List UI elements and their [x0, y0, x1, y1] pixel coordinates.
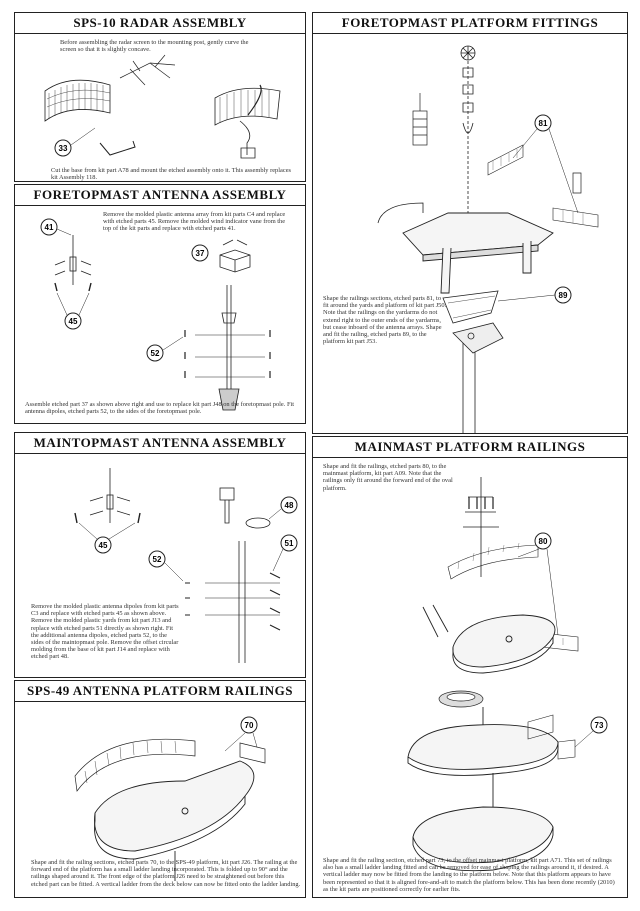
sps49-diagram: 70: [74, 716, 266, 881]
panel-foretopmast-antenna-assembly: FORETOPMAST ANTENNA ASSEMBLY Remove the …: [14, 184, 306, 424]
instruction-text: Assemble etched part 37 as shown above r…: [25, 401, 295, 416]
svg-text:80: 80: [539, 537, 548, 546]
callout-80: 80: [517, 532, 559, 636]
instruction-text: Remove the molded plastic antenna array …: [103, 211, 286, 233]
instruction-text: Shape and fit the railings, etched parts…: [323, 463, 453, 492]
svg-text:41: 41: [45, 223, 54, 232]
panel-title: MAINMAST PLATFORM RAILINGS: [313, 437, 627, 458]
svg-text:37: 37: [196, 249, 205, 258]
instruction-text: Remove the molded plastic antenna dipole…: [31, 603, 179, 661]
panel-body: 81 89 Shape the railings sections, etche…: [313, 33, 627, 433]
callout-45: 45: [56, 292, 90, 330]
svg-text:81: 81: [539, 119, 548, 128]
svg-text:89: 89: [559, 291, 568, 300]
gear-part-drawing: [438, 690, 484, 708]
mast-drawing: [195, 285, 265, 411]
panel-title: FORETOPMAST PLATFORM FITTINGS: [313, 13, 627, 34]
svg-text:33: 33: [59, 144, 68, 153]
mainmast-drawing: [205, 487, 280, 663]
panel-sps10-radar-assembly: SPS-10 RADAR ASSEMBLY Before assembling …: [14, 12, 306, 182]
panel-title: SPS-49 ANTENNA PLATFORM RAILINGS: [15, 681, 305, 702]
panel-title: MAINTOPMAST ANTENNA ASSEMBLY: [15, 433, 305, 454]
platform-drawing: [94, 760, 255, 881]
panel-body: 45 52 48 51 Remove the molded plastic an…: [15, 453, 305, 677]
railing-81-drawing: [377, 144, 599, 228]
part-37-drawing: [219, 239, 251, 273]
callout-89: 89: [497, 286, 572, 304]
instruction-text: Shape and fit the railing section, etche…: [323, 857, 615, 893]
callout-51: 51: [272, 534, 298, 572]
panel-body: 70 Shape and fit the railing sections, e…: [15, 701, 305, 897]
svg-text:45: 45: [69, 317, 78, 326]
panel-foretopmast-platform-fittings: FORETOPMAST PLATFORM FITTINGS: [312, 12, 628, 434]
instruction-text: Shape and fit the railing sections, etch…: [31, 859, 301, 888]
panel-body: Shape and fit the railings, etched parts…: [313, 457, 627, 897]
svg-text:52: 52: [151, 349, 160, 358]
svg-text:73: 73: [595, 721, 604, 730]
mainmast-platform-diagram: 80 73: [407, 477, 608, 872]
assembled-radar-drawing: [214, 84, 281, 159]
mast-top-drawing: [460, 45, 476, 223]
instruction-text: Cut the base from kit part A78 and mount…: [51, 167, 292, 182]
svg-text:45: 45: [99, 541, 108, 550]
callout-37: 37: [191, 244, 209, 262]
callout-33: 33: [54, 127, 96, 157]
callout-41: 41: [40, 218, 72, 236]
panel-body: Before assembling the radar screen to th…: [15, 33, 305, 181]
mainmast-platform-drawing: [422, 604, 556, 674]
offset-platform-drawing: [407, 707, 559, 872]
svg-text:52: 52: [153, 555, 162, 564]
maintopmast-antenna-diagram: 45 52 48 51: [74, 468, 298, 663]
instruction-text: Before assembling the radar screen to th…: [60, 39, 249, 54]
callout-70: 70: [224, 716, 258, 752]
platform-drawing: [402, 212, 554, 294]
panel-title: SPS-10 RADAR ASSEMBLY: [15, 13, 305, 34]
callout-73: 73: [574, 716, 608, 748]
svg-text:48: 48: [285, 501, 294, 510]
foretopmast-antenna-diagram: 41 37 45 52: [40, 218, 271, 411]
instruction-text: Shape the railings sections, etched part…: [323, 295, 447, 346]
sps10-diagram: 33: [44, 54, 281, 159]
foretopmast-platform-diagram: 81 89: [377, 45, 599, 433]
panel-title: FORETOPMAST ANTENNA ASSEMBLY: [15, 185, 305, 206]
yard-clips-right: [185, 572, 281, 631]
callout-45: 45: [78, 522, 136, 554]
railing-73-drawing: [527, 714, 576, 760]
panel-body: Remove the molded plastic antenna array …: [15, 205, 305, 423]
panel-maintopmast-antenna-assembly: MAINTOPMAST ANTENNA ASSEMBLY: [14, 432, 306, 678]
callout-48: 48: [268, 496, 298, 520]
dipole-clips-left: [184, 330, 271, 378]
dipole-assembly-drawing: [74, 468, 141, 524]
svg-text:51: 51: [285, 539, 294, 548]
svg-text:70: 70: [245, 721, 254, 730]
ladder-drawing: [412, 93, 582, 194]
radar-screen-drawing: [44, 79, 136, 156]
panel-mainmast-platform-railings: MAINMAST PLATFORM RAILINGS Shape and fit…: [312, 436, 628, 898]
dipole-assembly-drawing: [54, 235, 92, 292]
callout-52: 52: [146, 336, 184, 362]
callout-52: 52: [148, 550, 184, 582]
railing-drawing: [74, 738, 266, 792]
radar-arm-drawing: [119, 54, 176, 86]
callout-81: 81: [512, 114, 579, 214]
panel-sps49-antenna-platform-railings: SPS-49 ANTENNA PLATFORM RAILINGS 70 Shap…: [14, 680, 306, 898]
platform-89-drawing: [442, 290, 504, 433]
mast-top-drawing: [463, 477, 499, 577]
